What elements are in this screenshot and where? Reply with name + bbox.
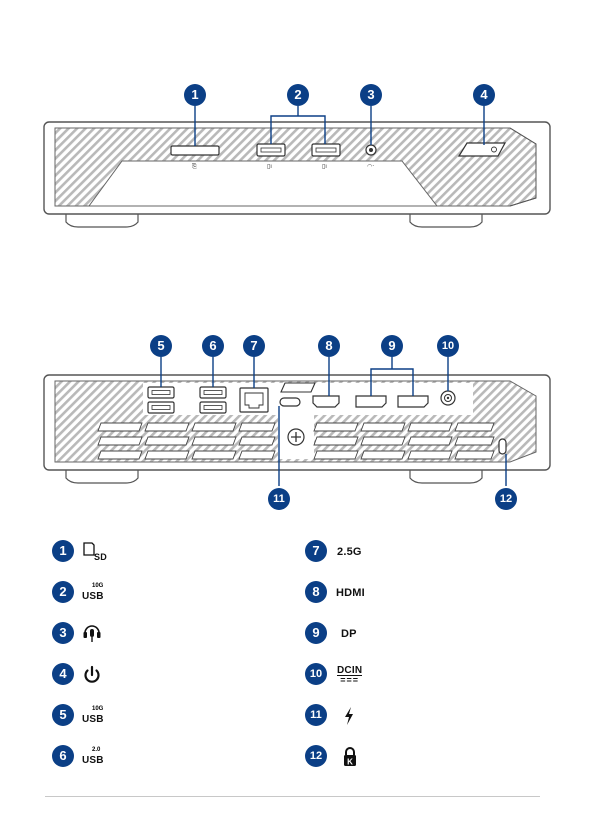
svg-text:⎘: ⎘: [192, 163, 197, 170]
sd-card-icon: SD: [82, 540, 118, 564]
displayport-icon: DP: [341, 622, 377, 646]
rear-view: [44, 357, 550, 486]
front-center-plate: [89, 161, 437, 206]
front-view: ⎘ ▯ı ▯ı ◠·: [44, 106, 550, 227]
hdmi-icon: HDMI: [336, 581, 372, 605]
svg-text:◠·: ◠·: [367, 163, 374, 170]
legend-badge: 5: [52, 704, 74, 726]
legend-badge: 3: [52, 622, 74, 644]
thunderbolt-icon: [342, 704, 378, 728]
callout-7: 7: [243, 335, 265, 357]
sd-card-slot[interactable]: [171, 146, 219, 155]
callout-6: 6: [202, 335, 224, 357]
lan-icon: 2.5G: [337, 540, 373, 564]
legend-badge: 12: [305, 745, 327, 767]
svg-text:▯ı: ▯ı: [322, 163, 327, 170]
callout-1: 1: [184, 84, 206, 106]
legend-badge: 8: [305, 581, 327, 603]
power-icon: [82, 663, 118, 687]
callout-2: 2: [287, 84, 309, 106]
kensington-lock-slot[interactable]: [499, 439, 506, 454]
svg-text:K: K: [347, 758, 353, 767]
dc-in-icon: DCIN===: [337, 663, 373, 687]
rear-blank-cover: [281, 383, 315, 392]
legend-badge: 1: [52, 540, 74, 562]
svg-text:▯ı: ▯ı: [267, 163, 272, 170]
callout-9: 9: [381, 335, 403, 357]
callout-11: 11: [268, 488, 290, 510]
headset-jack-icon: [82, 622, 118, 646]
displayport-1[interactable]: [356, 396, 386, 407]
callout-12: 12: [495, 488, 517, 510]
legend-badge: 4: [52, 663, 74, 685]
legend-badge: 7: [305, 540, 327, 562]
kensington-lock-icon: K: [342, 745, 378, 769]
callout-3: 3: [360, 84, 382, 106]
legend-badge: 6: [52, 745, 74, 767]
thunderbolt-port[interactable]: [280, 398, 300, 406]
footer-divider: [45, 796, 540, 797]
callout-8: 8: [318, 335, 340, 357]
hdmi-port[interactable]: [313, 396, 339, 407]
legend-badge: 2: [52, 581, 74, 603]
legend-badge: 11: [305, 704, 327, 726]
legend-badge: 9: [305, 622, 327, 644]
lan-port[interactable]: [240, 388, 268, 412]
displayport-2[interactable]: [398, 396, 428, 407]
callout-5: 5: [150, 335, 172, 357]
legend-badge: 10: [305, 663, 327, 685]
power-button[interactable]: [459, 143, 505, 156]
callout-10: 10: [437, 335, 459, 357]
callout-4: 4: [473, 84, 495, 106]
